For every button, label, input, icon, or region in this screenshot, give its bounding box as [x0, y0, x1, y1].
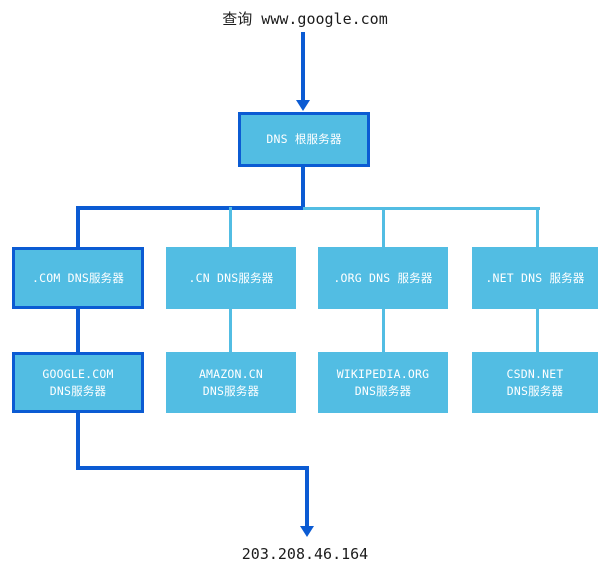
connector-google-return-right: [76, 466, 309, 470]
connector-bus-to-org: [382, 207, 385, 251]
node-authoritative-google-com-line2: DNS服务器: [49, 383, 107, 398]
connector-net-to-csdn: [536, 309, 539, 352]
node-authoritative-csdn-net[interactable]: CSDN.NET DNS服务器: [472, 352, 598, 413]
connector-cn-to-amazon: [229, 309, 232, 352]
connector-bus-to-net: [536, 207, 539, 251]
node-authoritative-google-com[interactable]: GOOGLE.COM DNS服务器: [12, 352, 144, 413]
node-root-dns-server-label: DNS 根服务器: [266, 132, 342, 146]
node-authoritative-amazon-cn-line2: DNS服务器: [202, 383, 260, 398]
node-tld-com-label: .COM DNS服务器: [31, 270, 125, 285]
connector-return-to-result: [305, 466, 309, 528]
node-authoritative-wikipedia-org-line1: WIKIPEDIA.ORG: [336, 366, 430, 381]
result-ip-caption: 203.208.46.164: [241, 545, 369, 563]
node-authoritative-csdn-net-line2: DNS服务器: [506, 383, 564, 398]
node-tld-net[interactable]: .NET DNS 服务器: [472, 247, 598, 309]
connector-bus-highlight: [76, 206, 305, 210]
node-tld-org-label: .ORG DNS 服务器: [333, 270, 433, 285]
node-tld-cn-label: .CN DNS服务器: [188, 270, 274, 285]
node-authoritative-amazon-cn-line1: AMAZON.CN: [198, 366, 264, 381]
node-authoritative-wikipedia-org[interactable]: WIKIPEDIA.ORG DNS服务器: [318, 352, 448, 413]
node-authoritative-google-com-line1: GOOGLE.COM: [42, 366, 114, 381]
arrowhead-result: [300, 526, 314, 537]
connector-google-return-down: [76, 413, 80, 470]
node-tld-cn[interactable]: .CN DNS服务器: [166, 247, 296, 309]
connector-bus-light: [303, 207, 540, 210]
node-tld-org[interactable]: .ORG DNS 服务器: [318, 247, 448, 309]
connector-query-to-root: [301, 32, 305, 102]
arrowhead-query-to-root: [296, 100, 310, 111]
connector-org-to-wikipedia: [382, 309, 385, 352]
node-authoritative-csdn-net-line1: CSDN.NET: [506, 366, 564, 381]
query-caption: 查询 www.google.com: [222, 10, 388, 28]
connector-bus-to-cn: [229, 207, 232, 251]
node-tld-com[interactable]: .COM DNS服务器: [12, 247, 144, 309]
node-authoritative-amazon-cn[interactable]: AMAZON.CN DNS服务器: [166, 352, 296, 413]
connector-root-stem: [301, 167, 305, 210]
node-tld-net-label: .NET DNS 服务器: [485, 270, 585, 285]
connector-com-to-google: [76, 309, 80, 352]
node-root-dns-server[interactable]: DNS 根服务器: [238, 112, 370, 167]
node-authoritative-wikipedia-org-line2: DNS服务器: [354, 383, 412, 398]
connector-bus-to-com: [76, 206, 80, 251]
